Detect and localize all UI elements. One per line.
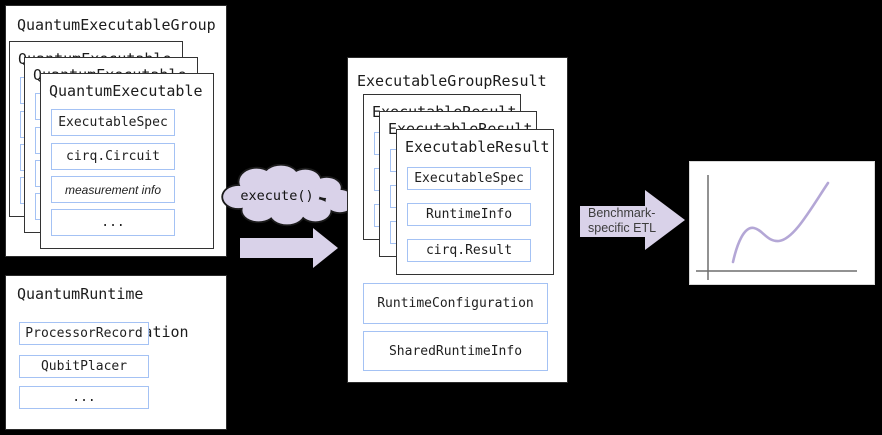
execute-label: execute() [240, 188, 314, 204]
benchmark-plot-box [689, 161, 875, 285]
quantum-executable-card-front: QuantumExecutable ExecutableSpec cirq.Ci… [40, 73, 214, 249]
row-executable-spec: ExecutableSpec [51, 109, 175, 136]
row-runtime-info: RuntimeInfo [407, 203, 531, 226]
row-processor-record: ProcessorRecord [19, 322, 149, 345]
row-runtime-configuration: RuntimeConfiguration [363, 283, 548, 324]
executable-result-card-front: ExecutableResult ExecutableSpec RuntimeI… [396, 129, 554, 275]
quantum-executable-group-title: QuantumExecutableGroup [17, 16, 216, 34]
row-shared-runtime-info: SharedRuntimeInfo [363, 331, 548, 371]
quantum-executable-group-box: QuantumExecutableGroup QuantumExecutable… [5, 5, 227, 257]
etl-arrow-label: Benchmark- specific ETL [588, 206, 657, 235]
execute-cloud-shape [214, 164, 356, 228]
benchmark-curve [731, 181, 830, 264]
executable-result-card-title: ExecutableResult [405, 138, 550, 156]
execute-arrow-icon [240, 228, 338, 268]
benchmark-curve-chart [696, 175, 857, 280]
executable-group-result-title: ExecutableGroupResult [357, 72, 547, 90]
row-cirq-result: cirq.Result [407, 239, 531, 262]
row-ellipsis: ... [51, 209, 175, 236]
row-measurement-info: measurement info [51, 176, 175, 203]
row-qubit-placer: QubitPlacer [19, 355, 149, 378]
row-cirq-circuit: cirq.Circuit [51, 143, 175, 170]
executable-group-result-box: ExecutableGroupResult ExecutableResult E… [347, 57, 568, 383]
quantum-runtime-configuration-box: QuantumRuntime Configuration ProcessorRe… [5, 275, 227, 430]
quantum-executable-card-title: QuantumExecutable [49, 82, 203, 100]
cloud-icon [221, 164, 356, 227]
etl-arrow-icon [580, 190, 685, 250]
row-executable-spec: ExecutableSpec [407, 167, 531, 190]
row-ellipsis: ... [19, 386, 149, 409]
